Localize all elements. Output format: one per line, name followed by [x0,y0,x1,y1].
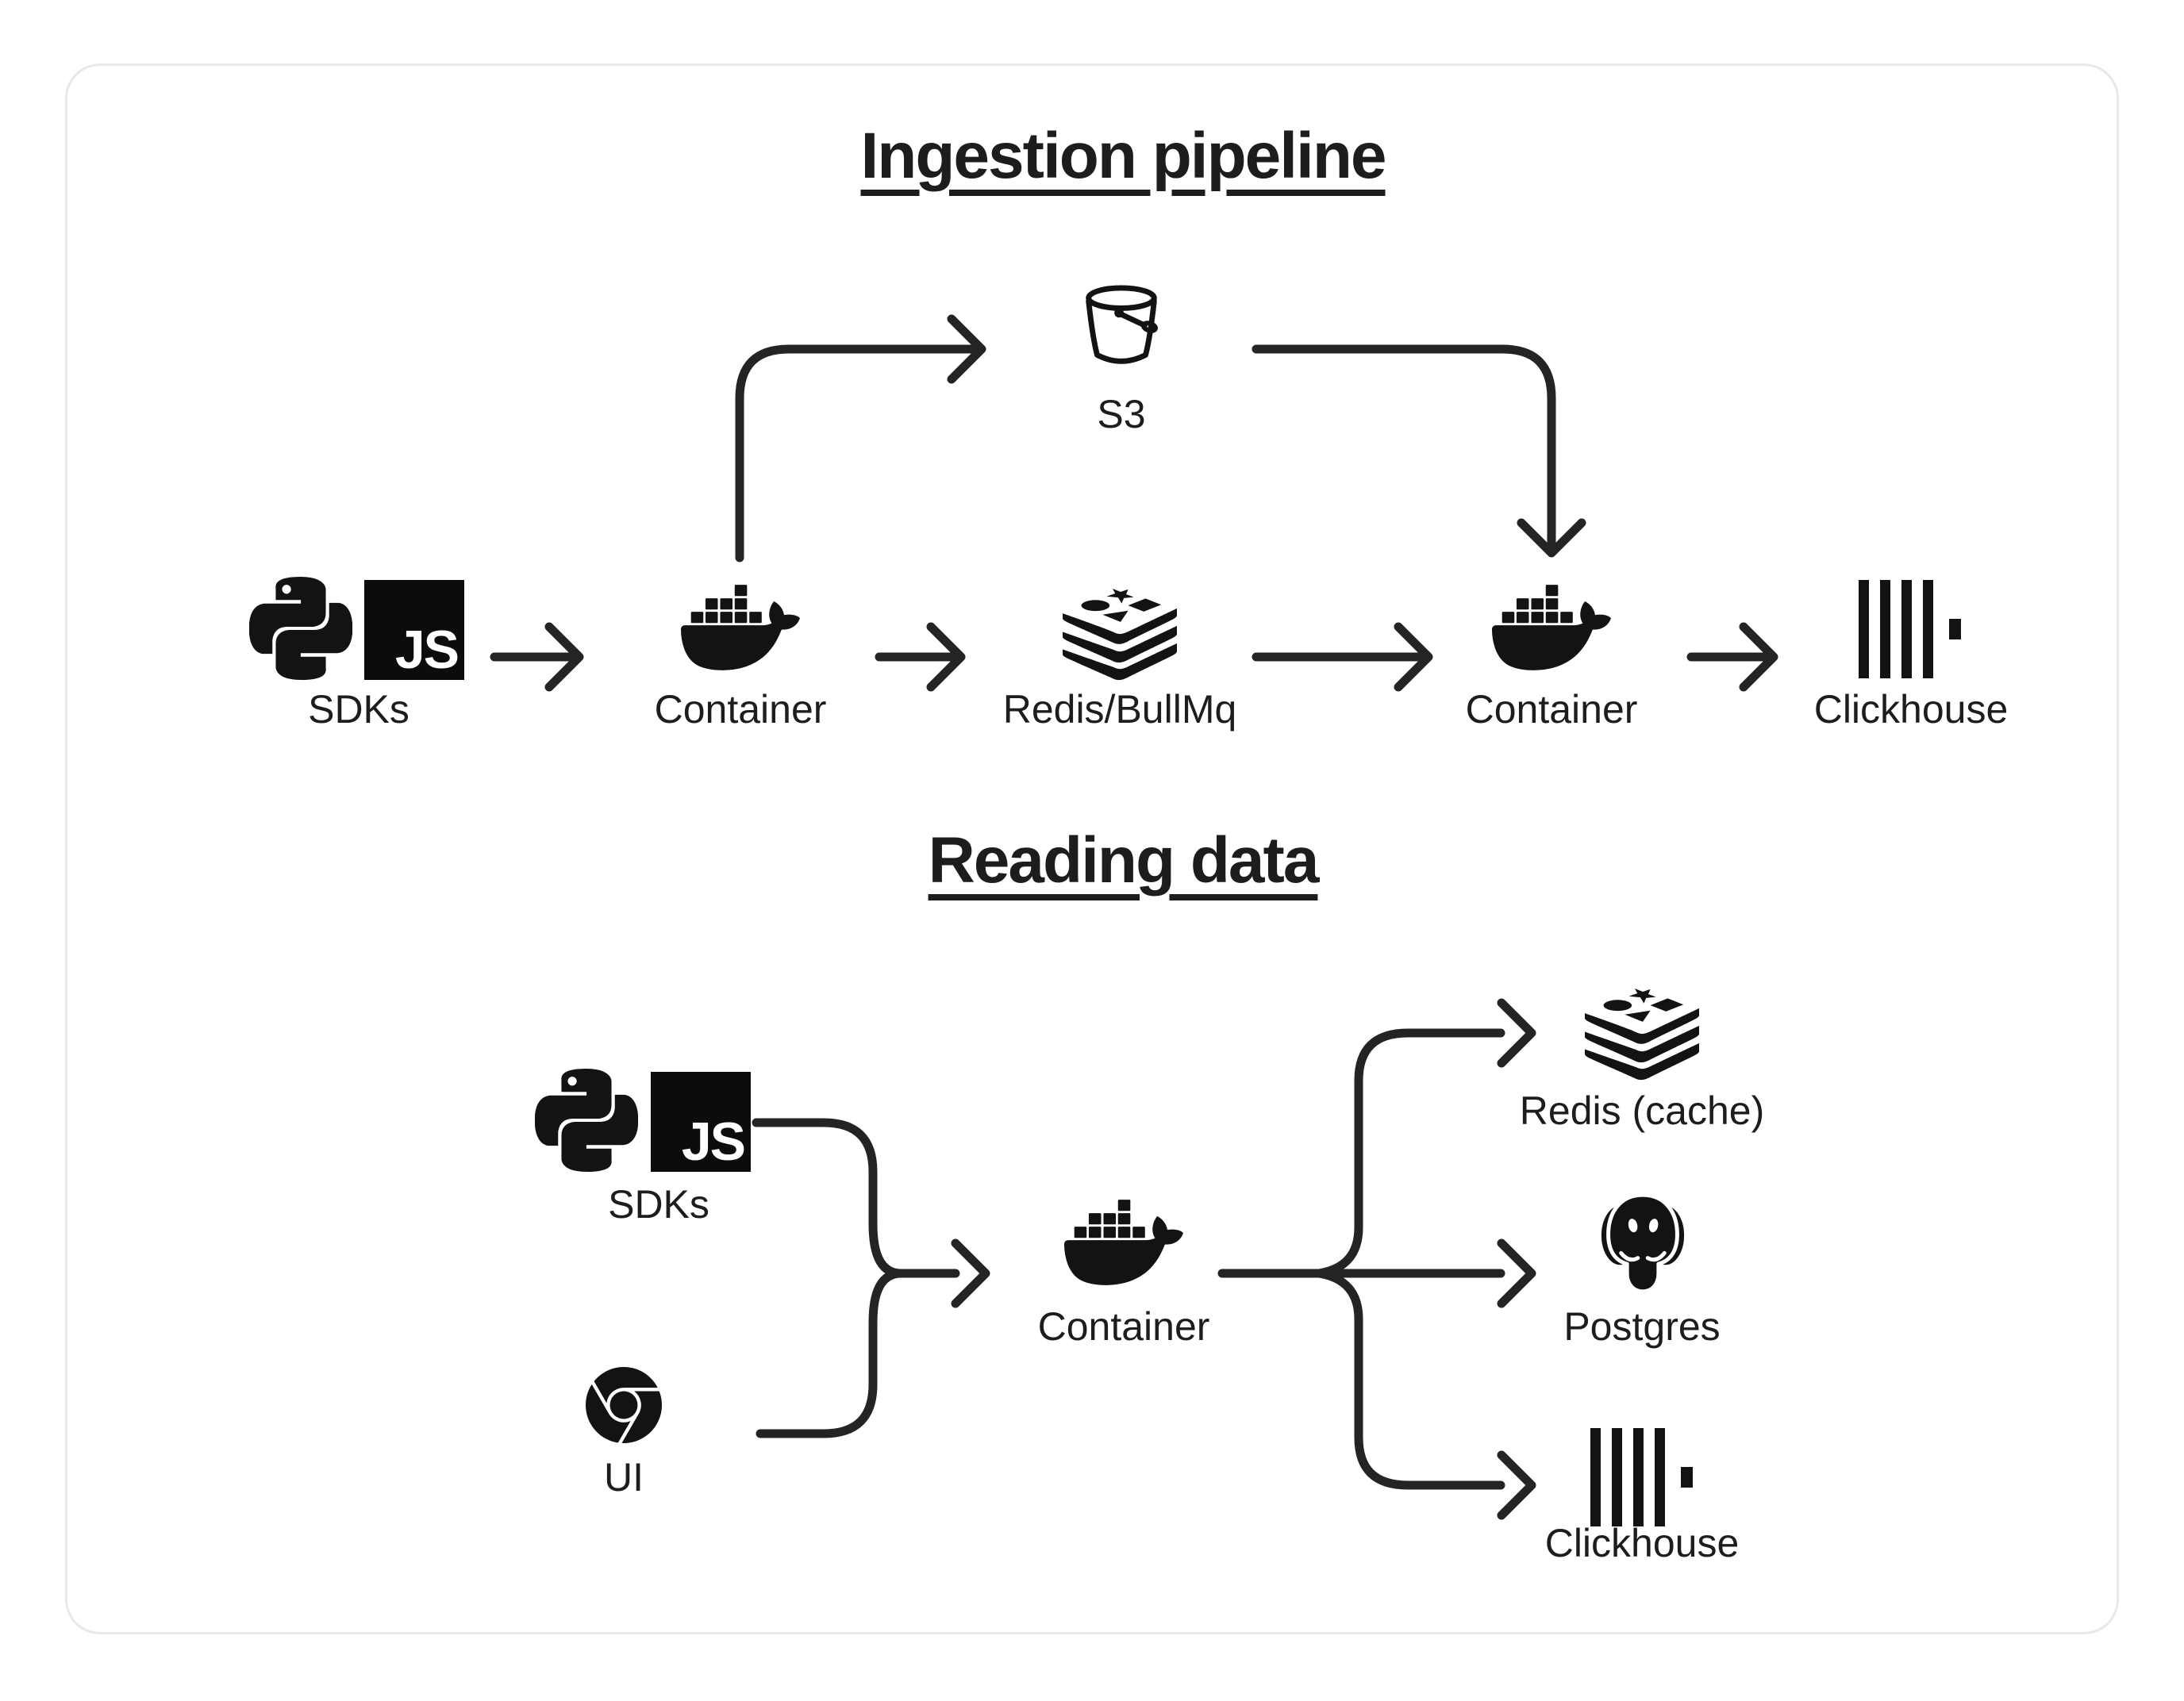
arrow-redis-to-container [1252,622,1433,692]
javascript-icon: JS [364,580,464,680]
arrow-reader-container-to-clickhouse [1314,1269,1536,1520]
s3-label: S3 [1097,392,1146,436]
chrome-icon [586,1367,662,1443]
arrow-container-to-clickhouse [1686,622,1778,692]
docker-icon [1492,568,1611,687]
arrow-container-to-s3 [735,314,986,563]
ingestion-title: Ingestion pipeline [860,120,1386,192]
docker-icon [681,568,800,687]
ingestion-sdks-label: SDKs [308,687,410,731]
arrow-container-to-redis [875,622,966,692]
arrow-sdks-to-reader-container [752,1118,906,1278]
python-icon [249,577,352,680]
arrow-merge-into-reader-container [896,1238,990,1308]
javascript-icon: JS [651,1072,751,1172]
ingestion-clickhouse-label: Clickhouse [1813,687,2009,731]
postgres-icon [1593,1190,1693,1296]
reading-container-label: Container [1037,1304,1210,1349]
reading-sdks-label: SDKs [608,1182,709,1227]
reading-title: Reading data [928,824,1320,897]
ingestion-container-label: Container [654,687,827,731]
worker-container-label: Container [1465,687,1638,731]
reading-clickhouse-label: Clickhouse [1544,1521,1740,1565]
queue-label: Redis/BullMq [1002,687,1237,731]
docker-icon [1064,1183,1183,1302]
clickhouse-icon [1859,580,1962,678]
python-icon [535,1069,638,1172]
s3-bucket-icon [1075,279,1168,381]
redis-icon [1582,976,1701,1090]
arrow-reader-container-to-postgres [1217,1238,1536,1308]
arrow-ui-to-reader-container [756,1269,906,1438]
redis-cache-label: Redis (cache) [1519,1089,1765,1133]
arrow-s3-to-container [1252,344,1586,558]
arrow-reader-container-to-redis-cache [1314,998,1536,1278]
redis-icon [1060,576,1179,690]
clickhouse-icon [1590,1428,1694,1526]
ui-label: UI [604,1455,644,1499]
postgres-label: Postgres [1563,1304,1721,1349]
arrow-sdks-to-container [490,622,584,692]
